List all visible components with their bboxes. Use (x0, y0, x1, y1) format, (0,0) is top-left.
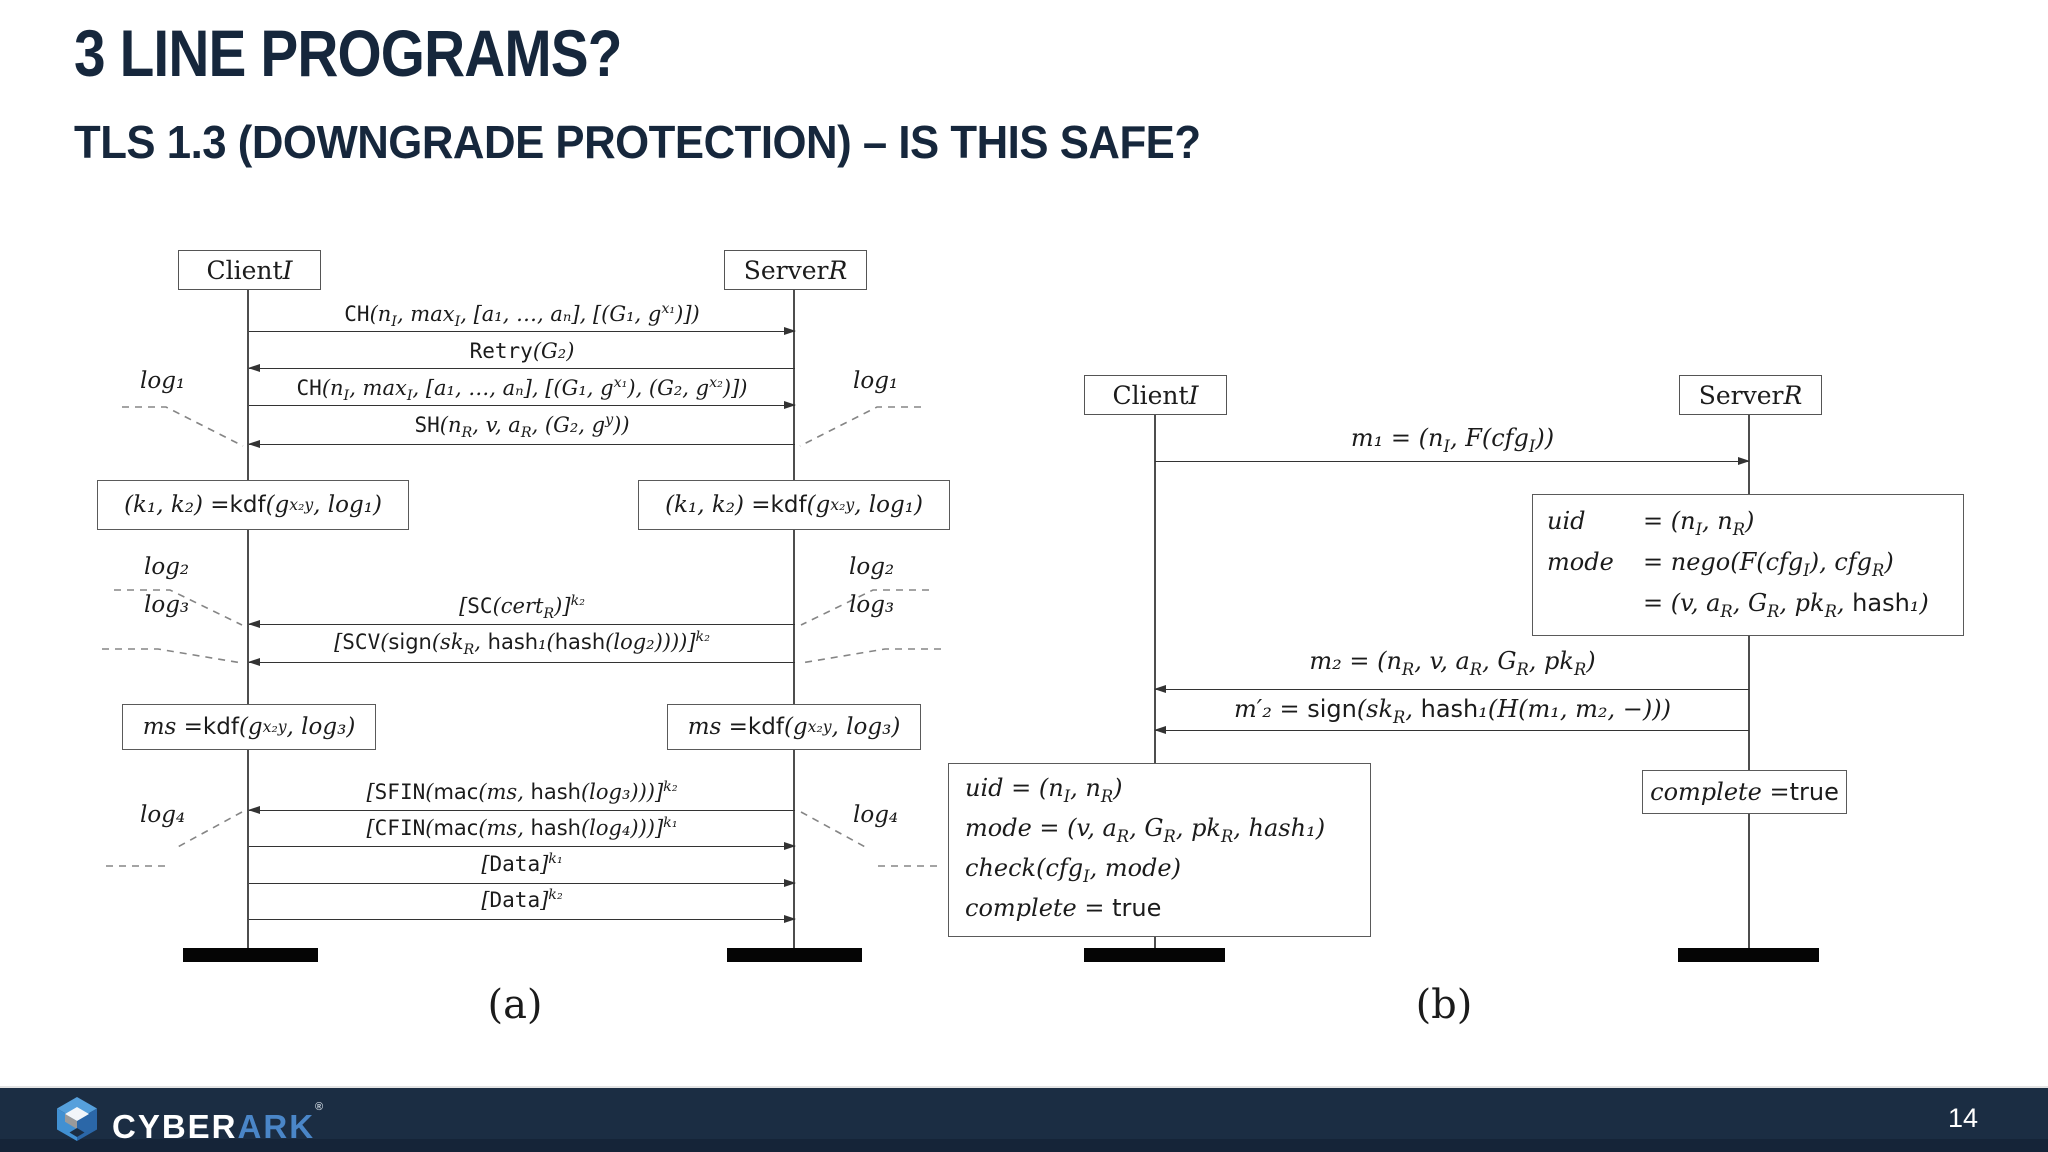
message-arrow (1154, 726, 1749, 734)
message-arrow (249, 401, 796, 409)
state-row: = (v, aR, GR, pkR, hash₁) (1533, 583, 1963, 624)
message-label: Retry(G₂) (469, 339, 575, 363)
state-line: mode = (v, aR, GR, pkR, hash₁) (965, 814, 1326, 846)
log1-right-dashed-line (799, 406, 921, 447)
brand-ark-text: ARK (237, 1108, 316, 1145)
message-label: CH(nI, maxI, [a₁, …, aₙ], [(G₁, gx₁)]) (344, 301, 700, 331)
message-arrow (249, 842, 796, 850)
state-line: complete = true (965, 894, 1162, 922)
server-state-box: uid = (nI, nR) mode = nego(F(cfgI), cfgR… (1532, 494, 1964, 636)
termination-bar (1084, 948, 1225, 962)
message-label: [Data]k₂ (481, 887, 563, 912)
actor-box-server: Server R (724, 250, 867, 290)
log1-left-dashed-line (122, 406, 244, 447)
message-arrow (248, 364, 795, 372)
log-label: log₂ (849, 554, 895, 580)
diagram-b-caption: (b) (1415, 982, 1473, 1028)
termination-bar (1678, 948, 1819, 962)
client-state-box: uid = (nI, nR) mode = (v, aR, GR, pkR, h… (948, 763, 1371, 937)
message-arrow (249, 327, 796, 335)
server-lifeline (793, 288, 795, 948)
registered-trademark-icon: ® (315, 1101, 324, 1113)
message-arrow (1154, 685, 1749, 693)
message-label: [SFIN(mac(ms, hash(log₃)))]k₂ (366, 779, 678, 804)
server-complete-box: complete = true (1642, 770, 1847, 814)
message-arrow (249, 915, 796, 923)
log3-left-dashed-line (102, 648, 243, 664)
server-lifeline (1748, 413, 1750, 948)
message-label: m₂ = (nR, v, aR, GR, pkR) (1309, 647, 1596, 679)
message-label: m′₂ = sign(skR, hash₁(H(m₁, m₂, −))) (1233, 695, 1671, 727)
log-label: log₁ (853, 368, 899, 394)
client-lifeline (1154, 413, 1156, 948)
message-arrow (248, 440, 795, 448)
state-expr: = nego(F(cfgI), cfgR) (1643, 548, 1894, 580)
page-number: 14 (1947, 1103, 1978, 1133)
actor-box-client: Client I (178, 250, 321, 290)
message-label: m₁ = (nI, F(cfgI)) (1350, 424, 1555, 456)
message-arrow (1155, 457, 1750, 465)
state-line: check(cfgI, mode) (965, 854, 1181, 886)
message-label: CH(nI, maxI, [a₁, …, aₙ], [(G₁, gx₁), (G… (296, 375, 748, 405)
message-arrow (248, 658, 795, 666)
message-label: SH(nR, v, aR, (G₂, gy)) (414, 412, 630, 442)
state-row: mode = nego(F(cfgI), cfgR) (1533, 542, 1963, 583)
log-label: log₄ (140, 802, 186, 828)
actor-box-client: Client I (1084, 375, 1227, 415)
state-var: uid (1547, 507, 1586, 535)
state-var (1547, 583, 1643, 624)
log-label: log₃ (849, 592, 895, 618)
brand-wordmark: CYBERARK® (112, 1101, 323, 1146)
actor-box-server: Server R (1679, 375, 1822, 415)
log3-right-dashed-line (800, 648, 941, 664)
page-subtitle: TLS 1.3 (DOWNGRADE PROTECTION) – IS THIS… (74, 116, 1201, 168)
termination-bar (727, 948, 862, 962)
message-arrow (248, 620, 795, 628)
log-label: log₃ (144, 592, 190, 618)
message-label: [CFIN(mac(ms, hash(log₄)))]k₁ (366, 815, 678, 840)
diagram-a-caption: (a) (487, 982, 543, 1028)
termination-bar (183, 948, 318, 962)
state-line: uid = (nI, nR) (965, 774, 1123, 806)
state-row: uid = (nI, nR) (1533, 501, 1963, 542)
message-label: [Data]k₁ (481, 851, 563, 876)
message-label: [SC(certR)]k₂ (459, 593, 585, 623)
footer-bottom-strip (0, 1139, 2048, 1152)
state-expr: = (nI, nR) (1643, 507, 1755, 539)
log-label: log₁ (140, 368, 186, 394)
message-arrow (248, 806, 795, 814)
log-label: log₂ (144, 554, 190, 580)
client-lifeline (247, 288, 249, 948)
brand-cyber-text: CYBER (112, 1108, 238, 1145)
state-expr: = (v, aR, GR, pkR, hash₁) (1643, 589, 1929, 621)
log-label: log₄ (853, 802, 899, 828)
cyberark-cube-icon (57, 1097, 97, 1141)
page-title: 3 LINE PROGRAMS? (74, 16, 622, 90)
message-arrow (249, 879, 796, 887)
message-label: [SCV(sign(skR, hash₁(hash(log₂))))]k₂ (334, 629, 710, 659)
state-var: mode (1547, 548, 1614, 576)
